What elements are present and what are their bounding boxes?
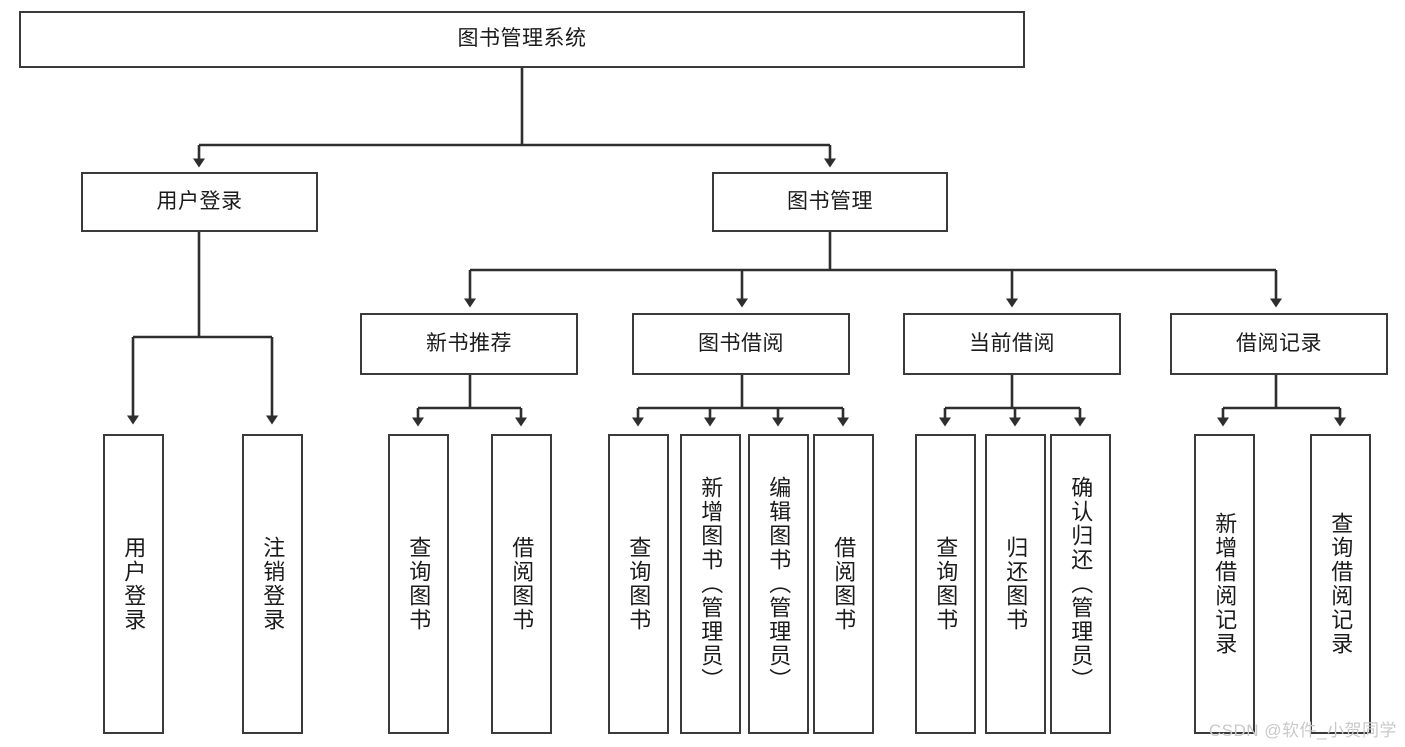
node-user-login[interactable]: 用户登录 <box>81 172 318 232</box>
node-current-borrow-label: 当前借阅 <box>969 331 1055 355</box>
node-book-manage[interactable]: 图书管理 <box>712 172 948 232</box>
leaf-borrow-edit-book-label: 编辑图书（管理员） <box>766 476 792 692</box>
node-borrow-record[interactable]: 借阅记录 <box>1170 313 1388 375</box>
leaf-logout[interactable]: 注销登录 <box>242 434 303 734</box>
node-root-label: 图书管理系统 <box>457 27 587 51</box>
leaf-record-search-label: 查询借阅记录 <box>1328 512 1354 656</box>
leaf-user-login[interactable]: 用户登录 <box>103 434 164 734</box>
leaf-borrow-edit-book[interactable]: 编辑图书（管理员） <box>748 434 809 734</box>
leaf-borrow-query-book-label: 查询图书 <box>626 536 652 632</box>
leaf-borrow-query-book[interactable]: 查询图书 <box>608 434 669 734</box>
node-borrow-record-label: 借阅记录 <box>1236 331 1322 355</box>
leaf-record-add[interactable]: 新增借阅记录 <box>1194 434 1255 734</box>
leaf-current-query-book-label: 查询图书 <box>933 536 959 632</box>
node-new-book-recommend[interactable]: 新书推荐 <box>360 313 578 375</box>
leaf-record-add-label: 新增借阅记录 <box>1212 512 1238 656</box>
node-root[interactable]: 图书管理系统 <box>19 11 1025 68</box>
leaf-logout-label: 注销登录 <box>260 536 286 632</box>
watermark: CSDN @软件_小贺同学 <box>1208 721 1397 740</box>
leaf-record-search[interactable]: 查询借阅记录 <box>1310 434 1371 734</box>
leaf-recommend-query-book-label: 查询图书 <box>406 536 432 632</box>
leaf-current-confirm-return-label: 确认归还（管理员） <box>1068 476 1094 692</box>
leaf-current-confirm-return[interactable]: 确认归还（管理员） <box>1050 434 1111 734</box>
node-user-login-label: 用户登录 <box>156 189 243 213</box>
node-book-borrow-label: 图书借阅 <box>698 331 784 355</box>
leaf-recommend-borrow-book[interactable]: 借阅图书 <box>491 434 552 734</box>
leaf-recommend-query-book[interactable]: 查询图书 <box>388 434 449 734</box>
node-current-borrow[interactable]: 当前借阅 <box>903 313 1121 375</box>
leaf-borrow-add-book[interactable]: 新增图书（管理员） <box>680 434 741 734</box>
leaf-borrow-do-borrow[interactable]: 借阅图书 <box>813 434 874 734</box>
node-new-book-recommend-label: 新书推荐 <box>426 331 512 355</box>
leaf-user-login-label: 用户登录 <box>121 536 147 632</box>
leaf-current-return-book-label: 归还图书 <box>1003 536 1029 632</box>
leaf-borrow-add-book-label: 新增图书（管理员） <box>698 476 724 692</box>
leaf-current-query-book[interactable]: 查询图书 <box>915 434 976 734</box>
leaf-recommend-borrow-book-label: 借阅图书 <box>509 536 535 632</box>
leaf-borrow-do-borrow-label: 借阅图书 <box>831 536 857 632</box>
node-book-manage-label: 图书管理 <box>787 189 873 213</box>
node-book-borrow[interactable]: 图书借阅 <box>632 313 850 375</box>
leaf-current-return-book[interactable]: 归还图书 <box>985 434 1046 734</box>
